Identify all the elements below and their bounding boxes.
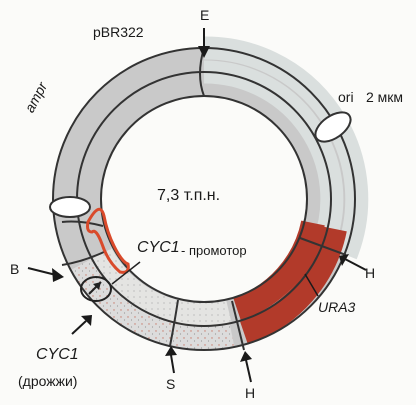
micron-label: 2 мкм: [366, 90, 403, 104]
site-e-label: E: [200, 8, 209, 22]
ura3-label: URA3: [318, 300, 355, 314]
site-s-label: S: [166, 377, 175, 391]
site-s-arrow: [165, 346, 177, 373]
promoter-gene-label: CYC1: [137, 240, 180, 256]
promoter-word-label: - промотор: [181, 244, 247, 257]
pbr322-label: pBR322: [93, 25, 144, 39]
plasmid-size-label: 7,3 т.п.н.: [157, 188, 220, 204]
site-h-bottom-arrow: [240, 351, 252, 382]
ori-label: ori: [338, 90, 354, 104]
cyc1-pointer-arrow: [72, 315, 92, 334]
cyc1-gene-label: CYC1: [36, 347, 79, 363]
site-h-right-label: H: [365, 266, 375, 280]
site-b-arrow: [28, 268, 64, 282]
cyc1-source-label: (дрожжи): [18, 374, 77, 388]
site-h-bottom-label: H: [245, 386, 255, 400]
ori-pbr322-opening: [50, 197, 90, 217]
site-b-label: B: [10, 262, 19, 276]
